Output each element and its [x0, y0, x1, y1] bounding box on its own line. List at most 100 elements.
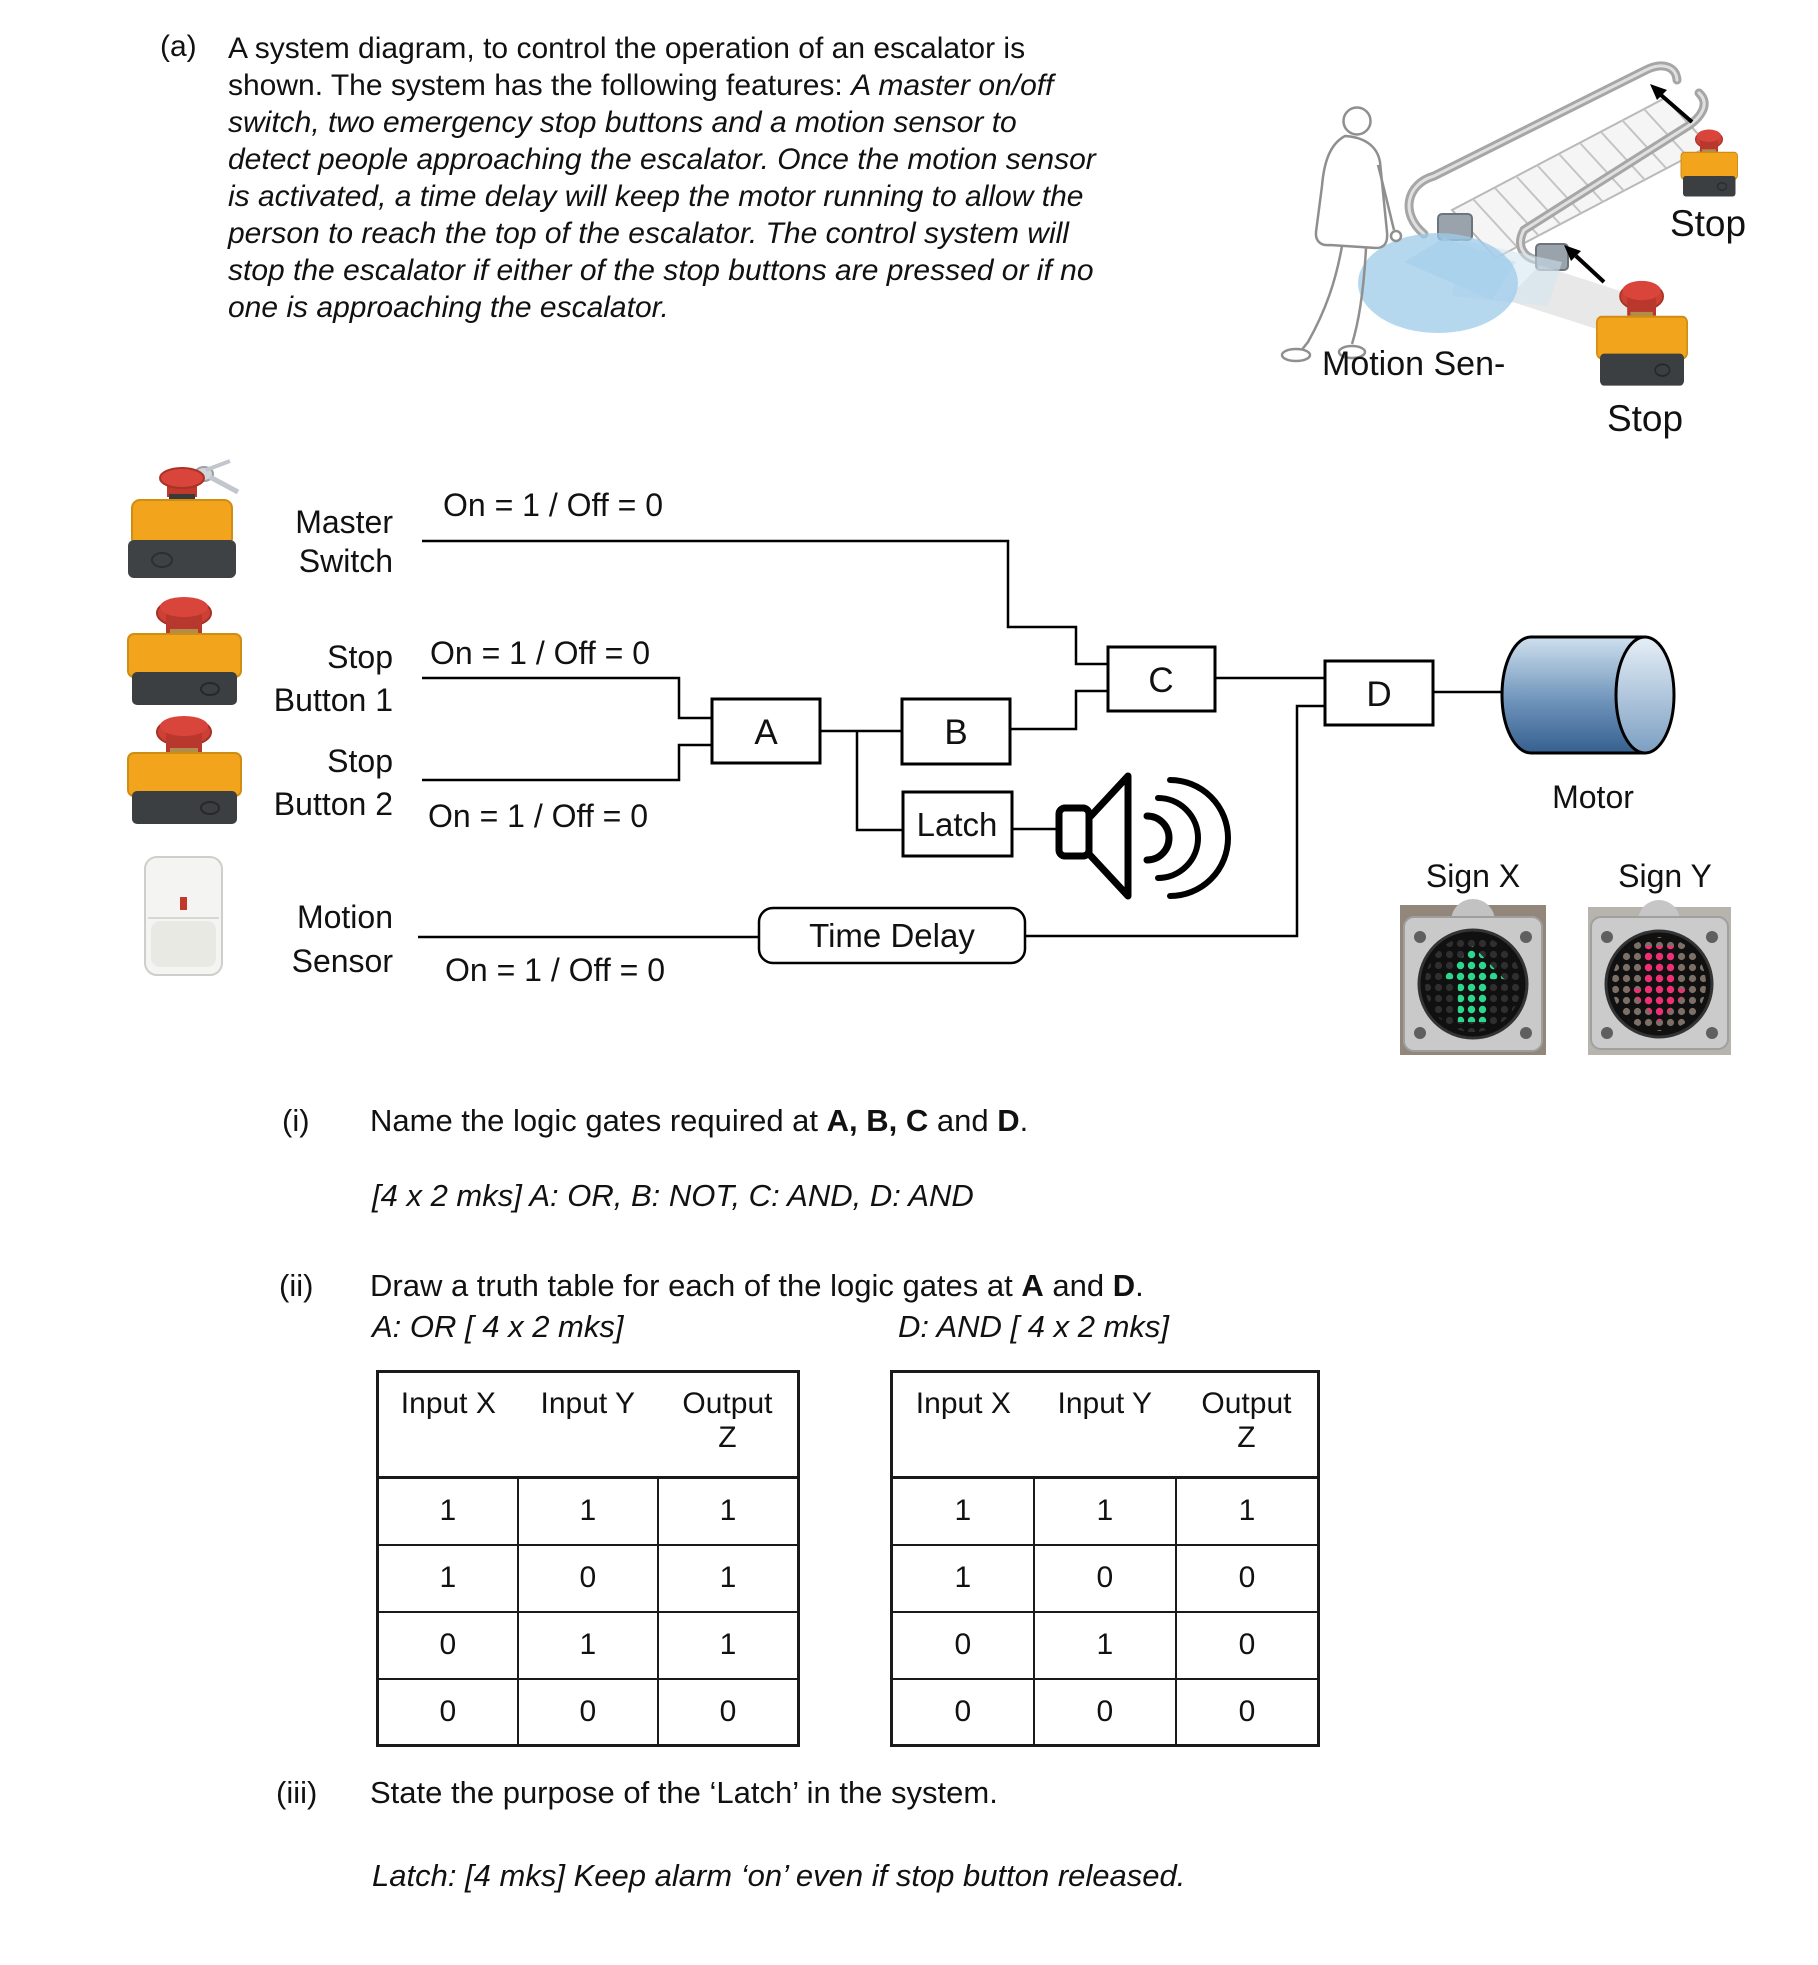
- table-d-header-output-word: Output: [1201, 1387, 1292, 1420]
- stop-caption-bottom: Stop: [1606, 398, 1684, 439]
- cell: 0: [376, 1677, 519, 1747]
- motor-cylinder: [1500, 635, 1676, 755]
- motor-label: Motor: [1552, 779, 1634, 815]
- cell: 1: [1174, 1476, 1320, 1546]
- table-d-header-input-y: Input Y: [1033, 1371, 1176, 1479]
- motion-sensor-label-line2: Sensor: [291, 943, 393, 979]
- table-a-header-input-y: Input Y: [517, 1371, 658, 1479]
- table-a-header-input-x: Input X: [377, 1371, 518, 1479]
- cell: 0: [890, 1677, 1035, 1747]
- speaker-icon: [1055, 772, 1231, 900]
- cell: 0: [890, 1610, 1035, 1680]
- stop2-signal-label: On = 1 / Off = 0: [428, 798, 648, 834]
- question-iii-text: State the purpose of the ‘Latch’ in the …: [370, 1775, 998, 1810]
- cell: 1: [376, 1476, 519, 1546]
- cell: 0: [1032, 1677, 1177, 1747]
- paragraph-line: switch, two emergency stop buttons and a…: [228, 106, 1017, 139]
- question-i-text: Name the logic gates required at A, B, C…: [370, 1103, 1029, 1138]
- table-a-header-output-word: Output: [682, 1387, 773, 1420]
- sign-x-image: [1400, 899, 1546, 1055]
- gate-b-box: [900, 697, 1012, 766]
- question-iii-answer: Latch: [4 mks] Keep alarm ‘on’ even if s…: [372, 1858, 1186, 1893]
- paragraph-line: detect people approaching the escalator.…: [228, 143, 1096, 176]
- sign-y-image: [1588, 900, 1731, 1055]
- master-switch-label: Master Switch: [180, 503, 393, 581]
- pink-down-arrow-led: [1628, 946, 1690, 1022]
- stop-button-arrow-bottom: [1564, 245, 1606, 284]
- paragraph-line: A system diagram, to control the operati…: [228, 32, 1026, 65]
- time-delay-box: [757, 906, 1027, 965]
- stop-button-1-label: Stop Button 1: [180, 636, 393, 722]
- motion-sensor-label-line1: Motion: [296, 899, 393, 935]
- stop-button-2-label-line2: Button 2: [273, 786, 393, 822]
- question-i-answer: [4 x 2 mks] A: OR, B: NOT, C: AND, D: AN…: [372, 1178, 974, 1213]
- cell: 1: [516, 1476, 659, 1546]
- cell: 1: [1032, 1610, 1177, 1680]
- question-ii-text: Draw a truth table for each of the logic…: [370, 1268, 1144, 1303]
- cell: 0: [516, 1677, 659, 1747]
- paragraph-line: person to reach the top of the escalator…: [228, 217, 1069, 250]
- master-switch-label-line2: Switch: [298, 543, 393, 579]
- stop1-signal-label: On = 1 / Off = 0: [430, 635, 650, 671]
- cell: 1: [516, 1610, 659, 1680]
- paragraph-line: is activated, a time delay will keep the…: [228, 180, 1084, 213]
- table-d-header-input-x: Input X: [891, 1371, 1034, 1479]
- cell: 1: [656, 1610, 800, 1680]
- stop-button-arrow-top: [1650, 84, 1694, 124]
- cell: 0: [656, 1677, 800, 1747]
- gate-d-label: D: [1366, 675, 1391, 714]
- table-a-header-output: Output Z: [657, 1371, 799, 1479]
- stop-button-1-label-line2: Button 1: [273, 682, 393, 718]
- sign-y-label: Sign Y: [1618, 858, 1712, 894]
- gate-c-box: [1106, 645, 1217, 713]
- gate-a-box: [710, 697, 822, 765]
- cell: 1: [656, 1543, 800, 1613]
- table-a-caption: A: OR [ 4 x 2 mks]: [372, 1309, 624, 1344]
- motion-sensor-label: Motion Sensor: [180, 895, 393, 983]
- cell: 0: [1174, 1543, 1320, 1613]
- question-a-number: (a): [160, 30, 197, 63]
- gate-d-box: [1323, 659, 1435, 727]
- cell: 0: [1032, 1543, 1177, 1613]
- sign-x-label: Sign X: [1425, 858, 1521, 894]
- cell: 0: [516, 1543, 659, 1613]
- stop-button-2-label-line1: Stop: [327, 743, 393, 779]
- gate-boxes: [710, 645, 1435, 965]
- cell: 0: [1174, 1677, 1320, 1747]
- gate-a-label: A: [754, 713, 778, 752]
- table-d-caption: D: AND [ 4 x 2 mks]: [898, 1309, 1170, 1344]
- cell: 1: [1032, 1476, 1177, 1546]
- latch-box: [901, 790, 1014, 858]
- master-switch-photo: [128, 459, 240, 578]
- time-delay-label: Time Delay: [809, 917, 975, 954]
- gate-b-label: B: [944, 713, 967, 752]
- gate-c-label: C: [1148, 661, 1173, 700]
- master-switch-label-line1: Master: [295, 504, 393, 540]
- walking-person: [1280, 106, 1403, 363]
- table-d-header-output-z: Z: [1237, 1421, 1256, 1454]
- motion-signal-label: On = 1 / Off = 0: [445, 952, 665, 988]
- motion-sensor-caption: Motion Sen-: [1322, 345, 1506, 383]
- cell: 1: [656, 1476, 800, 1546]
- escalator-illustration: [1280, 61, 1739, 387]
- table-a-header-output-z: Z: [718, 1421, 737, 1454]
- stop-button-2-label: Stop Button 2: [180, 740, 393, 826]
- paragraph-line: stop the escalator if either of the stop…: [228, 254, 1094, 287]
- green-up-arrow-led: [1442, 946, 1504, 1022]
- diagram-wires: [418, 539, 1502, 939]
- cell: 1: [890, 1476, 1035, 1546]
- table-a-header-row: Input X Input Y Output Z: [377, 1371, 799, 1479]
- table-d-header-output: Output Z: [1175, 1371, 1319, 1479]
- stop-caption-top: Stop: [1669, 203, 1747, 244]
- table-d-header-row: Input X Input Y Output Z: [891, 1371, 1319, 1479]
